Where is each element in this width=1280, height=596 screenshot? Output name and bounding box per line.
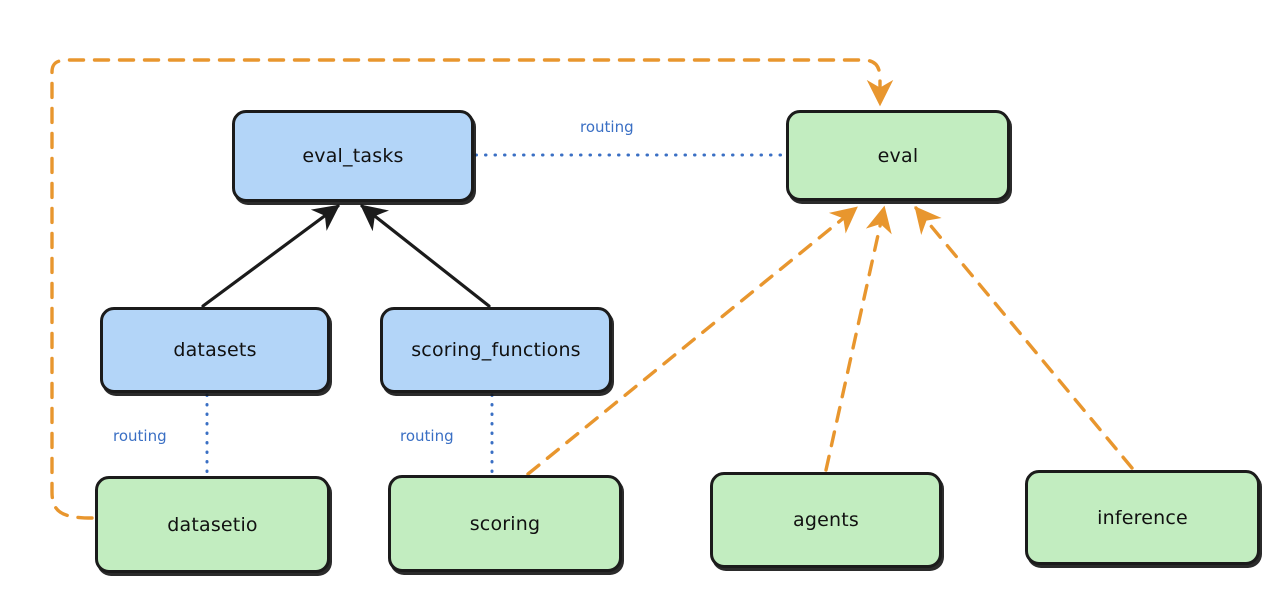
node-label-inference: inference (1097, 506, 1188, 529)
edge-inference-to-eval (914, 206, 1134, 470)
edge-scoring_functions-to-eval_tasks (360, 204, 491, 308)
edge-datasetio-to-eval (50, 58, 894, 520)
edge-scoring-to-eval (526, 206, 858, 476)
node-agents[interactable]: agents (710, 472, 942, 568)
node-scoring[interactable]: scoring (388, 475, 622, 572)
node-eval[interactable]: eval (786, 110, 1010, 201)
node-label-agents: agents (793, 509, 859, 531)
node-scoring_functions[interactable]: scoring_functions (380, 307, 612, 393)
edge-datasets-to-eval_tasks (201, 204, 340, 308)
node-label-eval_tasks: eval_tasks (302, 145, 404, 167)
node-label-datasetio: datasetio (167, 513, 258, 536)
node-label-eval: eval (877, 144, 919, 167)
edge-agents-to-eval (824, 205, 892, 472)
node-datasetio[interactable]: datasetio (95, 476, 330, 573)
node-eval_tasks[interactable]: eval_tasks (232, 110, 474, 202)
node-inference[interactable]: inference (1025, 470, 1260, 565)
node-label-scoring: scoring (469, 512, 541, 535)
node-label-datasets: datasets (173, 339, 257, 361)
node-datasets[interactable]: datasets (100, 307, 330, 393)
node-label-scoring_functions: scoring_functions (411, 339, 581, 361)
